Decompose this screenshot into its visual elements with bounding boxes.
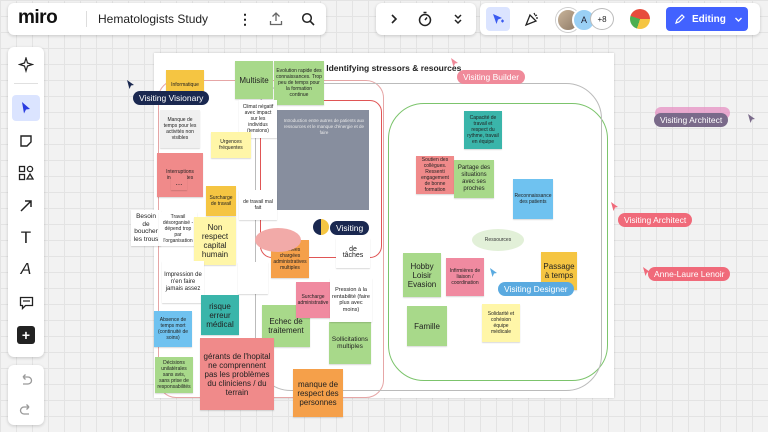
- sticky-taches[interactable]: de tâches: [336, 238, 370, 268]
- sticky-temps[interactable]: Manque de temps pour les activités non v…: [160, 110, 200, 148]
- sticky-unbound-white[interactable]: [238, 262, 268, 294]
- board-title[interactable]: Hematologists Study: [98, 12, 209, 26]
- collab-toolbar: [376, 3, 476, 35]
- cursor-visiting-designer: Visiting Designer: [498, 282, 574, 296]
- comment-icon[interactable]: [14, 291, 38, 315]
- editing-label: Editing: [692, 13, 726, 25]
- ai-sparkle-icon[interactable]: [14, 53, 38, 77]
- sticky-reconnaissance[interactable]: Reconnaissance des patients: [513, 179, 553, 219]
- undo-redo-toolbar: [8, 365, 44, 425]
- cursor-visiting-partial: Visiting: [330, 221, 370, 235]
- cursor-arrow-icon: [490, 268, 497, 277]
- sticky-hobby[interactable]: Hobby Loisir Evasion: [403, 253, 441, 297]
- cursor-anne-laure: Anne-Laure Lenoir: [648, 267, 731, 281]
- cursor-arrow-icon: [748, 114, 755, 123]
- arrow-connector-icon[interactable]: [14, 194, 38, 218]
- sticky-absence[interactable]: Absence de temps mort (continuité de soi…: [154, 311, 192, 347]
- timer-icon[interactable]: [415, 9, 435, 29]
- cursor-arrow-icon: [451, 58, 458, 67]
- resources-ellipse[interactable]: Ressources: [472, 229, 524, 251]
- sticky-infirmieres[interactable]: Infirmières de liaison / coordination: [446, 258, 484, 296]
- pen-icon[interactable]: A: [20, 261, 32, 278]
- select-cursor-icon[interactable]: [12, 95, 40, 121]
- left-toolbar: T A +: [8, 47, 44, 357]
- sticky-climat[interactable]: Climat négatif avec impact sur les indiv…: [239, 100, 277, 138]
- designer-ring: [313, 219, 329, 235]
- more-options-icon[interactable]: ⋮: [238, 10, 252, 27]
- sticky-note-icon[interactable]: [14, 129, 38, 153]
- sticky-gerants[interactable]: gérants de l'hopital ne comprennent pas …: [200, 338, 274, 410]
- sticky-manque-respect[interactable]: manque de respect des personnes: [293, 369, 343, 417]
- toolbar-divider: [14, 83, 38, 84]
- pencil-icon: [675, 14, 685, 24]
- miro-logo[interactable]: miro: [18, 7, 58, 28]
- board-header: miro Hematologists Study ⋮: [8, 3, 326, 35]
- text-icon[interactable]: T: [20, 228, 32, 247]
- cursor-visiting-visionary: Visiting Visionary: [133, 91, 210, 105]
- sticky-dots[interactable]: ...: [171, 176, 187, 190]
- shapes-icon[interactable]: [14, 161, 38, 185]
- sticky-interruptions[interactable]: Interruptions incessantes: [157, 153, 203, 197]
- undo-icon[interactable]: [14, 369, 38, 391]
- resources-outline: [388, 103, 608, 381]
- sticky-urgences[interactable]: Urgences fréquentes: [211, 132, 251, 158]
- sticky-non-respect[interactable]: Non respect capital humain: [194, 217, 236, 265]
- dark-card-text: Introduction entre autres de patients au…: [283, 118, 365, 135]
- sticky-soutien[interactable]: Soutien des collègues. Ressenti engageme…: [416, 156, 454, 194]
- sticky-multisite[interactable]: Multisite: [235, 61, 273, 99]
- sticky-travail-desorg[interactable]: Travail désorganisé - dépend trop par l'…: [159, 212, 197, 246]
- pie-chart-icon[interactable]: [630, 9, 650, 29]
- cursor-visiting-architect-2: Visiting Architect: [618, 213, 693, 227]
- redo-icon[interactable]: [14, 399, 38, 421]
- cursor-arrow-icon: [127, 80, 134, 89]
- collapse-chevrons-icon[interactable]: [448, 9, 468, 29]
- cursor-visiting-builder: Visiting Builder: [457, 70, 526, 84]
- chevron-right-icon[interactable]: [384, 9, 404, 29]
- frame-title: ISE : Identifying stressors & resources: [305, 63, 462, 73]
- collaborator-count[interactable]: +8: [590, 8, 614, 30]
- follow-cursor-icon[interactable]: [486, 7, 510, 31]
- sticky-teal[interactable]: Capacité de travail et respect du rythme…: [464, 111, 502, 149]
- sticky-surcharge-travail[interactable]: Surcharge de travail: [206, 186, 236, 216]
- sticky-surcharge-admin[interactable]: Surcharge administrative: [296, 282, 330, 318]
- dark-card[interactable]: [277, 110, 369, 210]
- sticky-decisions[interactable]: Décisions unilatérales sans avis, sans p…: [155, 357, 193, 393]
- add-more-icon[interactable]: +: [17, 326, 35, 344]
- sticky-impression[interactable]: Impression de n'en faire jamais assez: [162, 261, 204, 303]
- cursor-arrow-icon: [643, 267, 650, 276]
- pink-ellipse[interactable]: [255, 228, 301, 252]
- sticky-evolution[interactable]: Evolution rapide des connaissances. Trop…: [274, 61, 324, 105]
- sticky-risque[interactable]: risque erreur médical: [201, 295, 239, 335]
- share-upload-icon[interactable]: [266, 9, 286, 29]
- celebrate-icon[interactable]: [522, 9, 542, 29]
- sticky-partage[interactable]: Partage des situations avec ses proches: [454, 160, 494, 198]
- sticky-pression[interactable]: Pression à la rentabilité (faire plus av…: [330, 278, 372, 322]
- sticky-besoin[interactable]: Besoin de boucher les trous: [131, 210, 161, 246]
- share-toolbar: A +8 Editing: [480, 3, 760, 35]
- cursor-visiting-architect-1: Visiting Architect: [654, 113, 729, 127]
- sticky-sollicitations[interactable]: Sollicitations multiples: [329, 322, 371, 364]
- header-divider: [86, 11, 87, 27]
- search-icon[interactable]: [298, 9, 318, 29]
- cursor-arrow-icon: [611, 202, 618, 211]
- chevron-down-icon: [734, 17, 742, 22]
- sticky-solidarite[interactable]: Solidarité et cohésion équipe médicale: [482, 304, 520, 342]
- sticky-famille[interactable]: Famille: [407, 306, 447, 346]
- editing-button[interactable]: Editing: [666, 7, 748, 31]
- sticky-travail-mal[interactable]: de travail mal fait: [239, 190, 277, 220]
